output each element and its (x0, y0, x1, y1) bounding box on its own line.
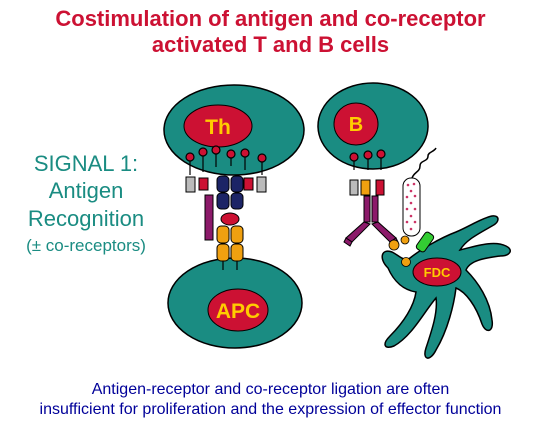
th-label: Th (205, 116, 231, 139)
apc-cell: APC (167, 257, 303, 349)
caption-line-2: insufficient for proliferation and the e… (39, 401, 502, 418)
bcr-complex (343, 147, 437, 267)
cd3-left (185, 176, 196, 193)
peptide-antigen (220, 212, 240, 226)
title-line-2: activated T and B cells (151, 32, 390, 57)
cr2-coreceptor (402, 177, 421, 237)
cd3-right (256, 176, 267, 193)
b-nucleus (333, 102, 379, 146)
apc-nucleus (207, 288, 269, 332)
squiggle (411, 147, 437, 179)
apc-label: APC (216, 300, 260, 323)
tcr-complex (185, 145, 267, 270)
fdc-label: FDC (424, 265, 451, 280)
fdc-cell: FDC (381, 215, 511, 359)
cd4-coreceptor (204, 194, 214, 241)
signal-line-2: Antigen (48, 178, 124, 203)
signal-line-3: Recognition (27, 206, 145, 231)
b-label: B (349, 114, 363, 136)
bcr-immunoglobulin (343, 195, 399, 247)
caption-line-1: Antigen-receptor and co-receptor ligatio… (91, 381, 450, 398)
complement-fragment (415, 231, 435, 253)
fdc-cell-body (381, 215, 511, 359)
antigen-particles (388, 235, 411, 267)
th-cell: Th (163, 84, 305, 176)
signal-heading: SIGNAL 1: (33, 151, 139, 176)
title-line-1: Costimulation of antigen and co-receptor (55, 6, 486, 31)
fdc-nucleus (412, 257, 462, 287)
b-cell: B (317, 82, 429, 170)
signal-line-4: (± co-receptors) (26, 236, 146, 255)
